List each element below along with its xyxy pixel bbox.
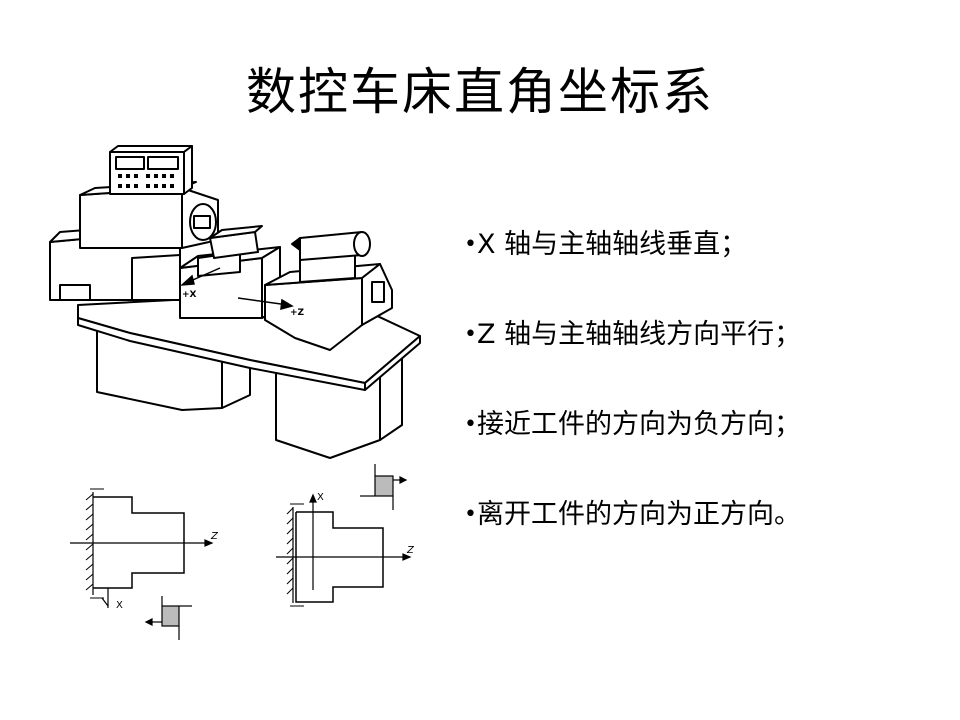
bullet-marker: •	[464, 322, 477, 347]
lathe-z-axis-label: +Z	[290, 308, 305, 318]
left-x-label: X	[116, 600, 123, 611]
bullet-text: 离开工件的方向为正方向。	[476, 499, 801, 530]
bullet-item: •离开工件的方向为正方向。	[464, 492, 944, 537]
right-x-label: X	[317, 492, 324, 503]
bullet-marker: •	[464, 502, 477, 527]
bullet-item: •X 轴与主轴轴线垂直；	[464, 222, 944, 267]
bullet-text: X 轴与主轴轴线垂直；	[476, 229, 748, 260]
right-z-label: Z	[406, 545, 415, 556]
bullet-text: 接近工件的方向为负方向；	[476, 409, 801, 440]
lathe-x-axis-label: +X	[182, 290, 197, 300]
left-z-label: Z	[210, 531, 219, 542]
bullet-marker: •	[464, 412, 477, 437]
bullet-text: Z 轴与主轴轴线方向平行；	[476, 319, 802, 350]
slide-title: 数控车床直角坐标系	[246, 63, 714, 121]
bullet-item: •接近工件的方向为负方向；	[464, 402, 944, 447]
bullet-list: •X 轴与主轴轴线垂直； •Z 轴与主轴轴线方向平行； •接近工件的方向为负方向…	[464, 222, 944, 582]
bullet-marker: •	[464, 232, 477, 257]
bullet-item: •Z 轴与主轴轴线方向平行；	[464, 312, 944, 357]
